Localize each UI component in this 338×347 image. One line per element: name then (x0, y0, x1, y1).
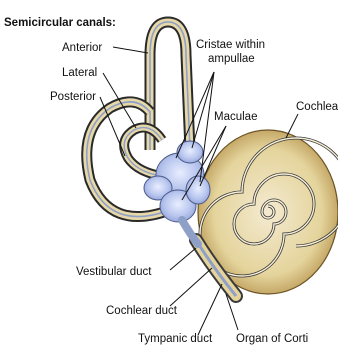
label-semicircular-canals: Semicircular canals: (4, 17, 116, 29)
label-cristae-line1: Cristae within (196, 39, 265, 51)
label-tympanic-duct: Tympanic duct (138, 333, 213, 345)
label-cristae-line2: ampullae (208, 53, 255, 65)
label-lateral: Lateral (62, 67, 97, 79)
label-cochlear-duct: Cochlear duct (106, 305, 178, 317)
label-vestibular-duct: Vestibular duct (76, 266, 152, 278)
label-anterior: Anterior (62, 42, 102, 54)
label-organ-of-corti: Organ of Corti (236, 333, 308, 345)
label-posterior: Posterior (50, 91, 96, 103)
cochlea-shape (196, 130, 338, 296)
label-cochlea: Cochlea (296, 101, 338, 113)
label-maculae: Maculae (214, 111, 257, 123)
